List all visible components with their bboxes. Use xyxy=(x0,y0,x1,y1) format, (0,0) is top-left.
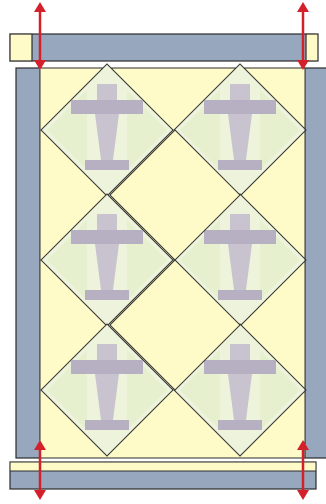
airplane-tail xyxy=(218,290,262,300)
airplane-nose xyxy=(97,84,117,100)
airplane-nose xyxy=(230,214,250,230)
top-border-strip xyxy=(0,33,326,63)
airplane-wings xyxy=(204,100,276,114)
left-border-strip xyxy=(16,68,40,458)
airplane-wings xyxy=(71,230,143,244)
airplane-tail xyxy=(218,420,262,430)
quilt-center-panel xyxy=(40,64,306,458)
right-border-strip xyxy=(305,68,326,458)
airplane-nose xyxy=(97,344,117,360)
top-strip-blue xyxy=(10,34,315,61)
airplane-nose xyxy=(230,344,250,360)
airplane-wings xyxy=(204,360,276,374)
airplane-tail xyxy=(218,160,262,170)
airplane-wings xyxy=(204,230,276,244)
airplane-tail xyxy=(85,290,129,300)
airplane-tail xyxy=(85,420,129,430)
airplane-wings xyxy=(71,360,143,374)
airplane-tail xyxy=(85,160,129,170)
bottom-strip-cream-band xyxy=(10,462,316,471)
bottom-border-strip xyxy=(10,462,316,489)
airplane-wings xyxy=(71,100,143,114)
top-strip-right-cornerstone xyxy=(306,34,318,61)
top-strip-left-cornerstone xyxy=(10,34,32,61)
airplane-nose xyxy=(230,84,250,100)
airplane-nose xyxy=(97,214,117,230)
